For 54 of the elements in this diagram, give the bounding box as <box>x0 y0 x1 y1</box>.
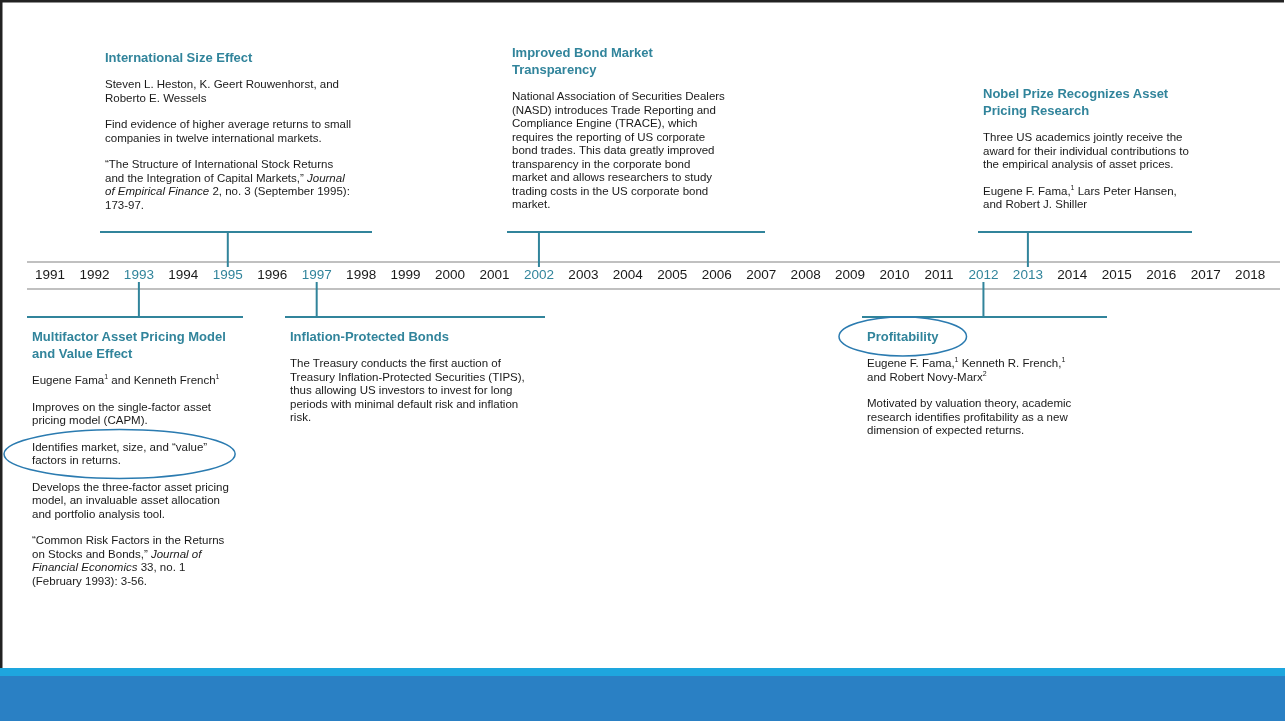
event-heading: Nobel Prize Recognizes Asset Pricing Research <box>983 85 1170 119</box>
year-label: 2007 <box>746 267 777 282</box>
citation-text: “Common Risk Factors in the Returns on Stocks and Bonds,” Journal of Financial Economics 33, no. 1 (February 1993): 3-56. <box>32 534 226 588</box>
event-text: Develops the three-factor asset pricing model, an invaluable asset allocation and portfolio analysis tool. <box>32 480 230 521</box>
year-label: 2009 <box>835 267 866 282</box>
year-label: 2011 <box>924 267 954 282</box>
event-text: Improves on the single-factor asset pricing model (CAPM). <box>32 400 212 428</box>
year-label: 2006 <box>701 267 732 282</box>
year-label: 2015 <box>1101 267 1132 282</box>
year-label: 1996 <box>257 267 288 282</box>
event-text: Eugene F. Fama,$^{1}$ Kenneth R. French,$^{1}$ and Robert Novy-Marx$^{2}$ <box>867 357 1067 384</box>
year-label: 2008 <box>790 267 821 282</box>
year-label: 1992 <box>79 267 110 282</box>
year-label: 2018 <box>1235 267 1266 282</box>
year-label: 1993 <box>123 267 154 282</box>
year-label: 2004 <box>612 267 643 282</box>
year-label: 2002 <box>523 267 554 282</box>
year-label: 1995 <box>212 267 243 282</box>
event-heading: International Size Effect <box>105 49 254 66</box>
year-label: 2001 <box>479 267 510 282</box>
year-label: 2010 <box>879 267 910 282</box>
event-text: Find evidence of higher average returns to small companies in twelve international markets. <box>105 118 353 145</box>
leader-line <box>315 281 318 317</box>
event-text: Motivated by valuation theory, academic research identifies profitability as a new dimension of expected returns. <box>867 397 1073 438</box>
event-heading: Inflation-Protected Bonds <box>290 328 450 345</box>
year-label: 2013 <box>1012 267 1043 282</box>
event-text: Steven L. Heston, K. Geert Rouwenhorst, and Roberto E. Wessels <box>105 78 340 105</box>
year-label: 1997 <box>301 267 332 282</box>
event-text: Eugene Fama$^{1}$ and Kenneth French$^{1}$ <box>32 374 221 388</box>
event-heading: Improved Bond Market Transparency <box>512 44 654 78</box>
year-label: 1991 <box>35 267 65 282</box>
leader-line <box>1026 231 1029 268</box>
year-label: 1998 <box>346 267 377 282</box>
event-text: The Treasury conducts the first auction of Treasury Inflation-Protected Securities (TIPS), thus allowing US investors to invest for long periods with minimal default risk and inflation risk. <box>290 357 526 425</box>
leader-line <box>982 281 985 317</box>
year-label: 2014 <box>1057 267 1088 282</box>
year-label: 2017 <box>1190 267 1221 282</box>
event-text: National Association of Securities Dealers (NASD) introduces Trade Reporting and Compliance Engine (TRACE), which requires the reporting of US corporate bond trades. This data greatly improved transparency in the corporate bond market and allows researchers to study trading costs in the US corporate bond market. <box>512 90 726 212</box>
leader-line <box>137 281 140 317</box>
citation-text: “The Structure of International Stock Returns and the Integration of Capital Markets,” Journal of Empirical Finance 2, no. 3 (September 1995): 173-97. <box>105 158 351 212</box>
event-heading: Multifactor Asset Pricing Model and Value Effect <box>32 328 227 362</box>
event-text: Identifies market, size, and “value” factors in returns. <box>32 440 209 468</box>
year-label: 2005 <box>657 267 688 282</box>
year-label: 2003 <box>568 267 599 282</box>
leader-line <box>226 232 229 268</box>
event-text: Three US academics jointly receive the award for their individual contributions to the empirical analysis of asset prices. <box>983 131 1190 172</box>
event-text: Eugene F. Fama,$^{1}$ Lars Peter Hansen, and Robert J. Shiller <box>983 184 1178 212</box>
leader-line <box>537 231 540 268</box>
year-label: 1994 <box>168 267 199 282</box>
year-label: 1999 <box>390 267 421 282</box>
year-label: 2000 <box>435 267 466 282</box>
year-label: 2012 <box>968 267 999 282</box>
year-label: 2016 <box>1146 267 1177 282</box>
event-heading: Profitability <box>867 328 940 345</box>
